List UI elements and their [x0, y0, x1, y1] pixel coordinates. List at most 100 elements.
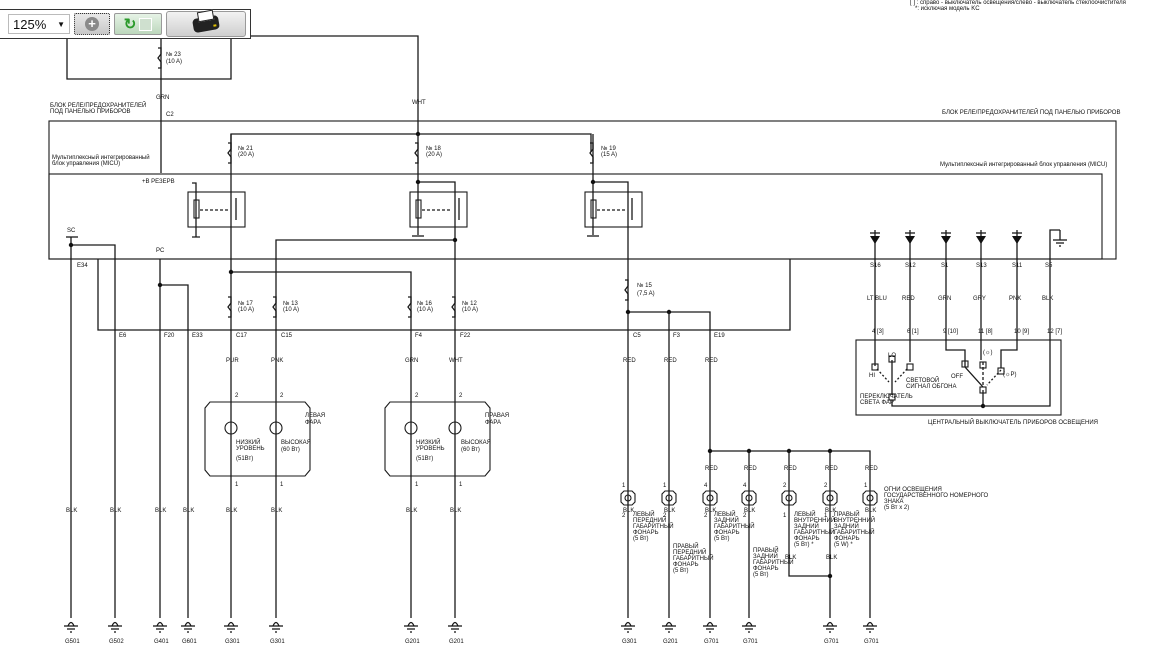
connector-e33: E33 — [192, 333, 203, 339]
lamp-bulb-icon — [862, 490, 878, 506]
wire-wht: WHT — [449, 358, 463, 364]
fuse-21-amp: (20 A) — [238, 152, 254, 158]
ground-terminal — [706, 621, 714, 627]
switch-contact-icon — [888, 355, 896, 363]
lamp-filament — [706, 494, 714, 502]
connector-e19: E19 — [714, 333, 725, 339]
add-bookmark-button[interactable]: + — [74, 13, 110, 35]
diode-icon — [976, 236, 986, 244]
lamp-label: ФОНАРЬ — [834, 536, 860, 542]
zoom-level-value: 125% — [13, 16, 47, 32]
fuse-12-label: № 12 — [462, 300, 477, 307]
switch-hi: HI — [869, 373, 875, 379]
pin-sc: SC — [67, 228, 76, 234]
print-button[interactable] — [166, 11, 246, 37]
lamp-bulb-icon — [620, 490, 636, 506]
lamp-bulb-icon — [702, 490, 718, 506]
wire-blk: BLK — [785, 555, 796, 561]
pin-2: 2 — [459, 393, 463, 399]
lamp-filament — [745, 494, 753, 502]
pin-pc: PC — [156, 248, 165, 254]
pin-1: 1 — [459, 482, 463, 488]
rotate-icon: ↻ — [123, 16, 137, 33]
connector-e6: E6 — [119, 333, 127, 339]
wire-color: RED — [902, 296, 915, 302]
ground-terminal — [184, 621, 192, 627]
micu-label-right: Мультиплексный интегрированный блок упра… — [940, 161, 1107, 168]
wire-color: GRN — [938, 296, 951, 302]
switch-pin: 9 [10] — [943, 329, 958, 335]
pin-2: 2 — [415, 393, 419, 399]
right-headlight-label: ПРАВАЯ — [485, 413, 509, 419]
wire-red: RED — [705, 358, 718, 364]
ground-label: G201 — [405, 639, 420, 645]
lamp-label: ФОНАРЬ — [753, 566, 779, 572]
lamp-pin-top: 4 — [704, 483, 708, 489]
switch-pin: 4 [3] — [872, 329, 884, 335]
flash-label: СВЕТОВОЙ — [906, 376, 939, 384]
pin-1: 1 — [280, 482, 284, 488]
wire-blk: BLK — [110, 508, 121, 514]
ground-terminal — [866, 621, 874, 627]
ground-terminal — [826, 621, 834, 627]
lamp-label: ГАБАРИТНЫЙ — [834, 528, 875, 536]
wire-blk: BLK — [450, 508, 461, 514]
relay-1 — [187, 182, 246, 238]
high-beam-label: ВЫСОКАЯ — [281, 440, 311, 446]
connector-c5: C5 — [633, 333, 641, 339]
wire-blk: BLK — [66, 508, 77, 514]
high-beam-label: ВЫСОКАЯ — [461, 440, 491, 446]
wire-red: RED — [623, 358, 636, 364]
connector-f3: F3 — [673, 333, 681, 339]
wire-red: RED — [865, 466, 878, 472]
lamp-filament — [826, 494, 834, 502]
switch-pin: 10 [9] — [1014, 329, 1029, 335]
ground-label: G502 — [109, 639, 124, 645]
ground-terminal — [227, 621, 235, 627]
ground-label: G701 — [743, 639, 758, 645]
wire-grn: GRN — [405, 358, 418, 364]
lamp-filament — [665, 494, 673, 502]
micu-label: Мультиплексный интегрированный — [52, 154, 150, 161]
ground-label: G201 — [449, 639, 464, 645]
lamp-label: ГОСУДАРСТВЕННОГО НОМЕРНОГО — [884, 493, 989, 499]
lamp-filament — [624, 494, 632, 502]
ground-terminal — [67, 621, 75, 627]
lamp-filament — [785, 494, 793, 502]
wire-blk: BLK — [226, 508, 237, 514]
fuse-12-amp: (10 A) — [462, 307, 478, 313]
lamp-label: (5 Вт) — [633, 536, 649, 542]
lamp-label: ГАБАРИТНЫЙ — [753, 558, 794, 566]
micu-pin: S5 — [1045, 263, 1053, 269]
lamp-label: ПЕРЕДНИЙ — [673, 548, 706, 556]
lamp-label: ПРАВЫЙ — [834, 510, 860, 518]
wire-blk: BLK — [406, 508, 417, 514]
lamp-label: ПЕРЕДНИЙ — [633, 516, 666, 524]
ground-label: G701 — [704, 639, 719, 645]
right-headlight — [384, 401, 491, 477]
connector-e34: E34 — [77, 263, 88, 269]
fuse-23-label: № 23 — [166, 51, 181, 58]
wire-wht-top: WHT — [412, 100, 426, 106]
fuse-16-amp: (10 A) — [417, 307, 433, 313]
wire-color: GRY — [973, 296, 986, 302]
switch-contact-icon — [906, 363, 914, 371]
legend-note-1: [ ] : справо - выключатель освещения/сле… — [910, 0, 1126, 6]
rotate-view-button[interactable]: ↻ — [114, 13, 162, 35]
wire-red: RED — [784, 466, 797, 472]
viewer-toolbar: 125% ▼ + ↻ — [0, 9, 251, 39]
switch-pos-2: (☼P) — [1003, 372, 1017, 378]
wire-red: RED — [705, 466, 718, 472]
lamp-label: ФОНАРЬ — [794, 536, 820, 542]
zoom-level-select[interactable]: 125% ▼ — [8, 14, 70, 34]
lamp-label: ВНУТРЕННИЙ — [834, 516, 875, 524]
lamp-pin-bottom: 2 — [704, 513, 708, 519]
fuse-17-label: № 17 — [238, 300, 253, 307]
relay-2 — [409, 179, 468, 240]
lamp-pin-top: 1 — [663, 483, 667, 489]
wire-blk: BLK — [183, 508, 194, 514]
switch-off: OFF — [951, 374, 963, 380]
ground-label: G501 — [65, 639, 80, 645]
fuse-21-label: № 21 — [238, 145, 253, 152]
diode-icon — [1012, 236, 1022, 244]
